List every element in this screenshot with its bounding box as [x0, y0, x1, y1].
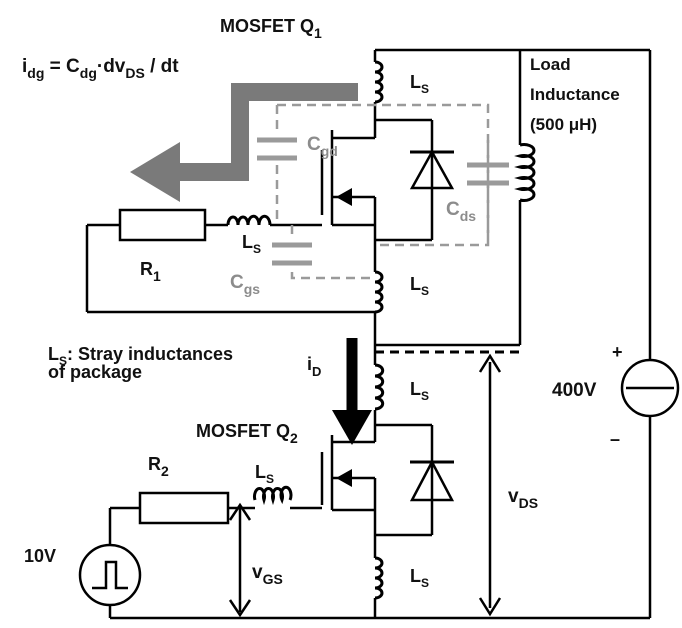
- label-load-line3: (500 μH): [530, 115, 597, 134]
- power-loop-wires: [373, 48, 652, 620]
- label-load-line2: Inductance: [530, 85, 620, 104]
- inductor-ls-q1-source: [374, 270, 384, 314]
- label-cgd: Cgd: [307, 134, 338, 159]
- q1-body-diode: [409, 149, 455, 190]
- label-mosfet-q1: MOSFET Q1: [220, 16, 322, 41]
- label-load-line1: Load: [530, 55, 571, 74]
- idg-current-arrow: [130, 83, 358, 202]
- inductor-ls-top: [374, 60, 384, 104]
- pulse-waveform-icon: [92, 560, 128, 590]
- resistor-r1: [118, 208, 207, 242]
- label-ls-q2-drain: LS: [410, 379, 429, 403]
- q1-body-arrow: [336, 188, 352, 206]
- load-inductor: [514, 143, 536, 202]
- label-supply-value: 400V: [552, 380, 597, 401]
- label-ls-q2-gate: LS: [255, 462, 274, 486]
- mosfet-q2-symbol: [320, 423, 434, 537]
- cds-capacitor: [467, 162, 509, 186]
- label-id: iD: [307, 354, 321, 379]
- cgs-capacitor: [272, 242, 312, 266]
- label-ls-q1-gate: LS: [242, 232, 261, 256]
- q2-gate-loop: [108, 506, 375, 620]
- id-current-arrow: [332, 338, 372, 445]
- label-pulse-voltage: 10V: [24, 546, 56, 566]
- label-r1: R1: [140, 259, 161, 284]
- label-r2: R2: [148, 454, 169, 479]
- label-supply-minus: –: [610, 429, 620, 449]
- q1-gate-loop: [85, 223, 375, 314]
- label-idg-equation: idg = Cdg·dvDS / dt: [22, 56, 179, 81]
- resistor-r2: [138, 491, 230, 525]
- label-supply-plus: +: [612, 342, 623, 362]
- inductor-ls-q2-drain: [374, 363, 385, 411]
- label-stray-line2: of package: [48, 362, 142, 382]
- label-ls-top: LS: [410, 72, 429, 96]
- label-stray-line1: LS: Stray inductances: [48, 344, 233, 368]
- label-ls-q1-source: LS: [410, 274, 429, 298]
- inductor-ls-q1-gate: [226, 214, 272, 226]
- vds-arrow: [478, 353, 502, 617]
- label-cgs: Cgs: [230, 272, 260, 297]
- vgs-arrow: [228, 502, 252, 618]
- label-cds: Cds: [446, 199, 476, 224]
- inductor-ls-q2-gate: [253, 485, 293, 506]
- label-ls-q2-source: LS: [410, 566, 429, 590]
- label-vds: vDS: [508, 486, 538, 511]
- inductor-ls-q2-source: [374, 556, 384, 600]
- label-vgs: vGS: [252, 562, 283, 587]
- q2-body-arrow: [336, 469, 352, 487]
- parasitic-capacitances: [275, 103, 490, 280]
- label-mosfet-q2: MOSFET Q2: [196, 421, 298, 446]
- pulse-source-circle: [78, 543, 142, 607]
- q2-body-diode: [409, 459, 455, 502]
- cgd-capacitor: [257, 137, 297, 161]
- mosfet-q1-symbol: [320, 118, 434, 255]
